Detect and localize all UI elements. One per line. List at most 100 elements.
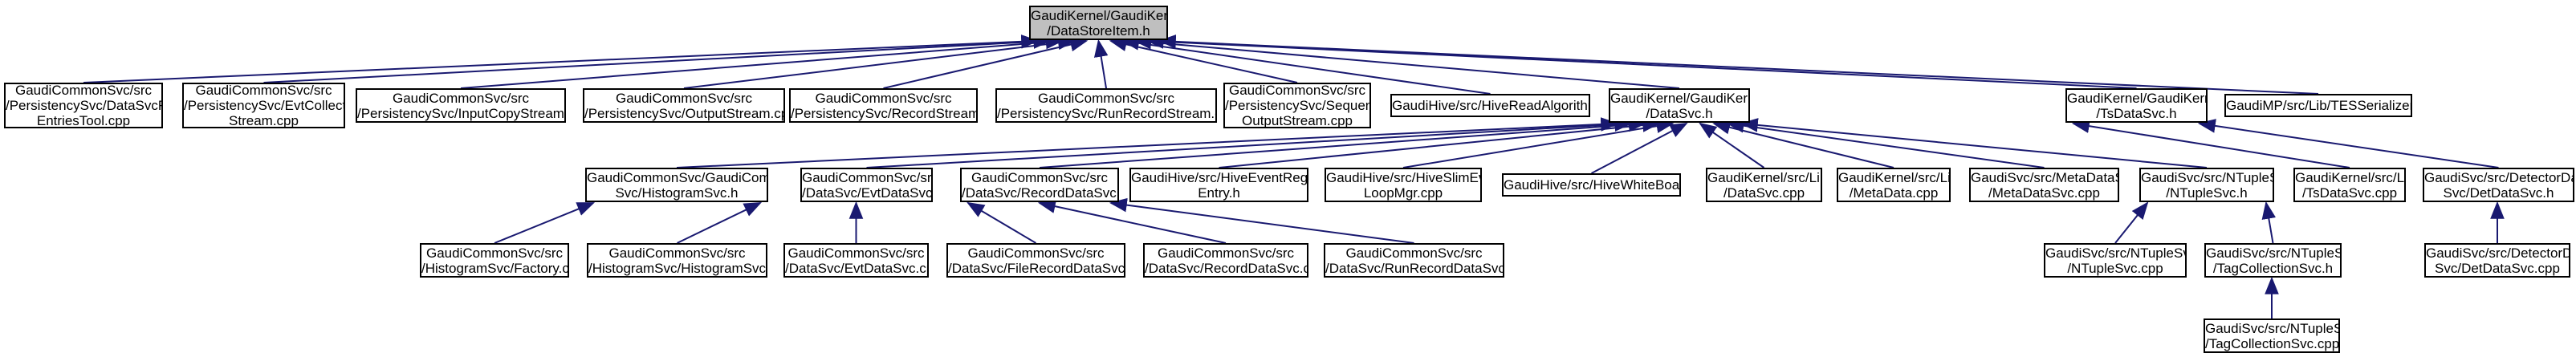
include-edge xyxy=(1402,119,1675,168)
node-label-line: GaudiSvc/src/NTupleSvc xyxy=(2205,320,2338,336)
node-label-line: GaudiHive/src/HiveWhiteBoard.cpp xyxy=(1504,177,1680,193)
node-label-line: /DataSvc.h xyxy=(1646,105,1713,121)
graph-node-runrecordstream-cpp[interactable]: GaudiCommonSvc/src/PersistencySvc/RunRec… xyxy=(995,88,1217,123)
graph-node-runrecorddatasvc-cpp[interactable]: GaudiCommonSvc/src/DataSvc/RunRecordData… xyxy=(1324,243,1504,278)
node-label-line: /TagCollectionSvc.h xyxy=(2212,260,2334,276)
include-edge xyxy=(1109,197,1414,244)
graph-node-factory-cpp[interactable]: GaudiCommonSvc/src/HistogramSvc/Factory.… xyxy=(420,243,569,278)
include-edge xyxy=(1726,119,2045,168)
graph-node-histogramsvc-h[interactable]: GaudiCommonSvc/GaudiCommonSvc/HistogramS… xyxy=(585,168,768,202)
include-edge xyxy=(2197,119,2499,168)
include-edge xyxy=(1146,34,2137,89)
include-edge xyxy=(263,34,1052,83)
graph-node-tagcollectionsvc-cpp[interactable]: GaudiSvc/src/NTupleSvc/TagCollectionSvc.… xyxy=(2204,318,2340,353)
graph-node-hivewhiteboard-cpp[interactable]: GaudiHive/src/HiveWhiteBoard.cpp xyxy=(1502,173,1681,197)
graph-node-inputcopystream-cpp[interactable]: GaudiCommonSvc/src/PersistencySvc/InputC… xyxy=(356,88,566,123)
node-label-line: /DataStoreItem.h xyxy=(1047,22,1150,39)
node-label-line: Svc/DetDataSvc.h xyxy=(2443,185,2554,201)
node-label-line: GaudiCommonSvc/src xyxy=(1157,245,1295,261)
graph-node-evtdatasvc-h[interactable]: GaudiCommonSvc/src/DataSvc/EvtDataSvc.h xyxy=(800,168,933,202)
node-label-line: Svc/DetDataSvc.cpp xyxy=(2435,260,2560,276)
node-label-line: Entry.h xyxy=(1198,185,1240,201)
graph-node-metadata-cpp[interactable]: GaudiKernel/src/Lib/MetaData.cpp xyxy=(1837,168,1951,202)
graph-node-hiveeventregistryentry-h[interactable]: GaudiHive/src/HiveEventRegistryEntry.h xyxy=(1129,168,1308,202)
node-label-line: GaudiSvc/src/MetaDataSvc xyxy=(1971,169,2118,185)
graph-node-recorddatasvc-cpp[interactable]: GaudiCommonSvc/src/DataSvc/RecordDataSvc… xyxy=(1143,243,1308,278)
graph-node-datasvc-h[interactable]: GaudiKernel/GaudiKernel/DataSvc.h xyxy=(1609,88,1750,123)
node-label-line: /DataSvc/EvtDataSvc.h xyxy=(802,185,933,201)
include-edge xyxy=(883,37,1089,89)
include-edge xyxy=(677,202,762,244)
graph-node-tesserializer-cpp[interactable]: GaudiMP/src/Lib/TESSerializer.cpp xyxy=(2224,94,2412,117)
node-label-line: EntriesTool.cpp xyxy=(36,113,131,128)
node-label-line: /TsDataSvc.h xyxy=(2096,105,2177,121)
graph-node-histogramsvc-cpp[interactable]: GaudiCommonSvc/src/HistogramSvc/Histogra… xyxy=(587,243,767,278)
node-label-line: GaudiKernel/src/Lib xyxy=(2295,169,2406,185)
include-edge xyxy=(866,117,1633,168)
include-edge xyxy=(967,201,1037,244)
node-label-line: GaudiCommonSvc/src xyxy=(615,90,753,106)
node-label-line: GaudiCommonSvc/src xyxy=(195,83,332,98)
node-label-line: GaudiCommonSvc/src xyxy=(1228,83,1366,98)
include-edge xyxy=(1093,39,1109,89)
graph-node-tagcollectionsvc-h[interactable]: GaudiSvc/src/NTupleSvc/TagCollectionSvc.… xyxy=(2204,243,2342,278)
node-label-line: GaudiHive/src/HiveSlimEvent xyxy=(1326,169,1480,185)
node-label-line: GaudiCommonSvc/src xyxy=(787,245,925,261)
graph-node-evtcollectionstream-cpp[interactable]: GaudiCommonSvc/src/PersistencySvc/EvtCol… xyxy=(182,83,345,128)
include-edge xyxy=(683,35,1076,89)
include-edge xyxy=(1219,118,1661,168)
graph-node-tsdatasvc-cpp[interactable]: GaudiKernel/src/Lib/TsDataSvc.cpp xyxy=(2293,168,2406,202)
graph-node-detdatasvc-cpp[interactable]: GaudiSvc/src/DetectorDataSvc/DetDataSvc.… xyxy=(2424,243,2570,278)
node-label-line: GaudiKernel/GaudiKernel xyxy=(1610,90,1748,106)
node-label-line: /PersistencySvc/OutputStream.cpp xyxy=(584,105,785,121)
node-label-line: GaudiKernel/src/Lib xyxy=(1707,169,1822,185)
graph-node-hiveslimeventloopmgr-cpp[interactable]: GaudiHive/src/HiveSlimEventLoopMgr.cpp xyxy=(1325,168,1482,202)
node-label-line: GaudiKernel/GaudiKernel xyxy=(2067,90,2208,106)
node-label-line: /PersistencySvc/InputCopyStream.cpp xyxy=(357,105,564,121)
graph-node-recorddatasvc-h[interactable]: GaudiCommonSvc/src/DataSvc/RecordDataSvc… xyxy=(960,168,1119,202)
graph-node-filerecorddatasvc-cpp[interactable]: GaudiCommonSvc/src/DataSvc/FileRecordDat… xyxy=(946,243,1125,278)
node-label-line: /PersistencySvc/RecordStream.cpp xyxy=(791,105,978,121)
node-label-line: GaudiSvc/src/NTupleSvc xyxy=(2141,169,2273,185)
include-edge xyxy=(2261,201,2276,244)
node-label-line: GaudiCommonSvc/src xyxy=(815,90,952,106)
node-label-line: /DataSvc/RecordDataSvc.cpp xyxy=(1145,260,1308,276)
node-label-line: /PersistencySvc/RunRecordStream.cpp xyxy=(997,105,1217,121)
graph-node-evtdatasvc-cpp[interactable]: GaudiCommonSvc/src/DataSvc/EvtDataSvc.cp… xyxy=(783,243,929,278)
graph-node-ntuplesvc-h[interactable]: GaudiSvc/src/NTupleSvc/NTupleSvc.h xyxy=(2139,168,2274,202)
node-label-line: /TsDataSvc.cpp xyxy=(2301,185,2398,201)
graph-node-sequentialoutputstream-cpp[interactable]: GaudiCommonSvc/src/PersistencySvc/Sequen… xyxy=(1223,83,1371,128)
node-label-line: Stream.cpp xyxy=(229,113,299,128)
node-label-line: /PersistencySvc/Sequential xyxy=(1225,98,1371,113)
graph-node-datasvc-cpp[interactable]: GaudiKernel/src/Lib/DataSvc.cpp xyxy=(1706,168,1822,202)
graph-node-metadatasvc-cpp[interactable]: GaudiSvc/src/MetaDataSvc/MetaDataSvc.cpp xyxy=(1969,168,2119,202)
graph-node-recordstream-cpp[interactable]: GaudiCommonSvc/src/PersistencySvc/Record… xyxy=(789,88,978,123)
include-edge xyxy=(494,202,596,244)
graph-node-hivereadalgorithm-cpp[interactable]: GaudiHive/src/HiveReadAlgorithm.cpp xyxy=(1390,94,1590,117)
graph-node-datasvcfileentriestool-cpp[interactable]: GaudiCommonSvc/src/PersistencySvc/DataSv… xyxy=(4,83,163,128)
node-label-line: /HistogramSvc/HistogramSvc.cpp xyxy=(588,260,767,276)
graph-node-outputstream-cpp[interactable]: GaudiCommonSvc/src/PersistencySvc/Output… xyxy=(583,88,785,123)
include-edge xyxy=(1699,122,1765,168)
node-label-line: GaudiCommonSvc/src xyxy=(608,245,746,261)
include-edge xyxy=(83,34,1040,83)
include-edge xyxy=(460,34,1064,89)
include-edge xyxy=(1740,118,2208,168)
graph-node-ntuplesvc-cpp[interactable]: GaudiSvc/src/NTupleSvc/NTupleSvc.cpp xyxy=(2044,243,2187,278)
node-label-line: LoopMgr.cpp xyxy=(1363,185,1443,201)
node-label-line: GaudiCommonSvc/src xyxy=(967,245,1105,261)
include-edge xyxy=(1037,199,1227,244)
node-label-line: /TagCollectionSvc.cpp xyxy=(2205,335,2340,351)
node-label-line: GaudiHive/src/HiveEventRegistry xyxy=(1131,169,1308,185)
node-label-line: GaudiCommonSvc/src xyxy=(1345,245,1483,261)
node-label-line: /DataSvc.cpp xyxy=(1723,185,1805,201)
include-edge xyxy=(1591,122,1688,174)
node-label-line: GaudiKernel/GaudiKernel xyxy=(1031,7,1168,23)
node-label-line: /DataSvc/EvtDataSvc.cpp xyxy=(785,260,929,276)
graph-node-tsdatasvc-h[interactable]: GaudiKernel/GaudiKernel/TsDataSvc.h xyxy=(2065,88,2208,123)
include-edge xyxy=(2114,201,2149,244)
node-label-line: /DataSvc/FileRecordDataSvc.cpp xyxy=(948,260,1125,276)
include-edge xyxy=(2071,119,2350,168)
include-edge xyxy=(1133,34,1680,89)
